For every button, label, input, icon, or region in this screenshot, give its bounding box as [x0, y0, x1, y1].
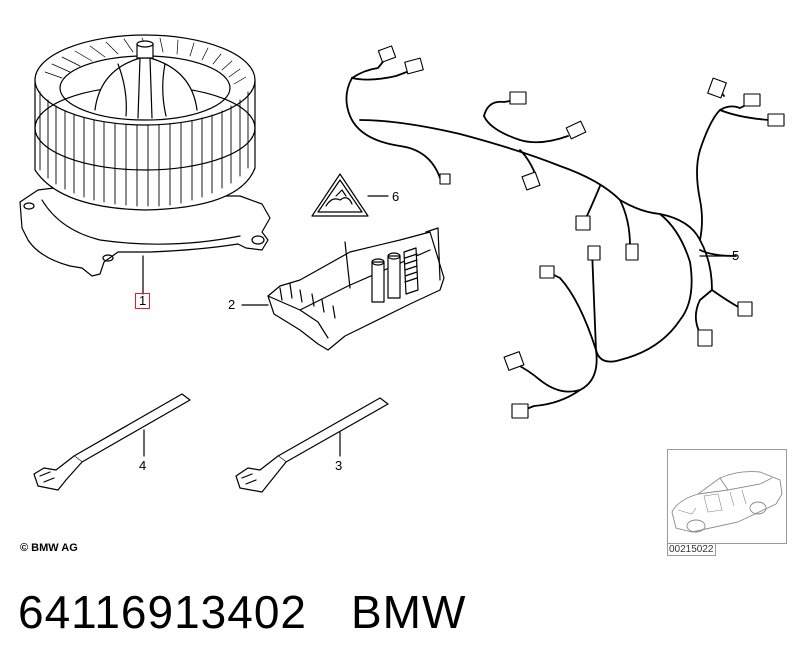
diagram-reference-number: 00215022: [667, 543, 716, 556]
part-caption: 64116913402 BMW: [18, 586, 466, 638]
brand-name: BMW: [351, 586, 467, 638]
car-outline-icon: [671, 471, 783, 533]
vehicle-thumbnail[interactable]: [667, 449, 787, 544]
part-number: 64116913402: [18, 586, 307, 638]
callout-2[interactable]: 2: [228, 297, 236, 312]
wiring-harness: [345, 57, 771, 411]
callout-4[interactable]: 4: [139, 458, 147, 473]
callout-1[interactable]: 1: [135, 293, 151, 309]
resistor-module: [241, 227, 445, 351]
cable-tie-4: [33, 393, 191, 491]
blower-motor: [19, 34, 271, 295]
callout-3[interactable]: 3: [335, 458, 343, 473]
callout-6[interactable]: 6: [392, 189, 400, 204]
harness-connectors: [377, 45, 785, 419]
parts-diagram: [19, 34, 785, 493]
cable-tie-3: [235, 397, 389, 493]
warning-label: [311, 173, 389, 217]
callout-5[interactable]: 5: [732, 248, 740, 263]
copyright-notice: © BMW AG: [20, 542, 78, 554]
